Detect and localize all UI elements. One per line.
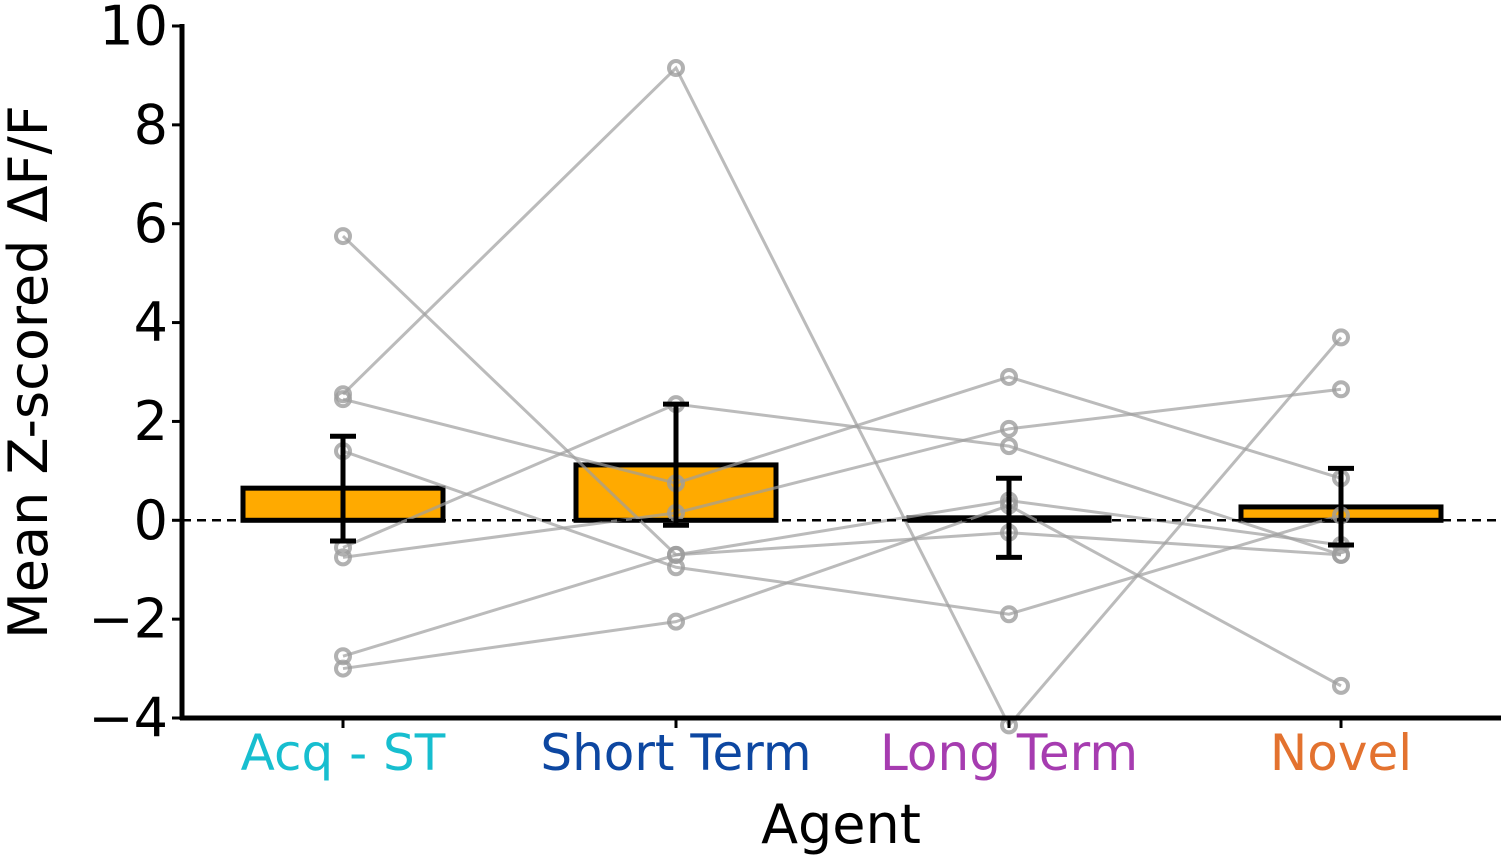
subject-line-2 (341, 65, 1343, 729)
subject-point-2-2 (667, 59, 685, 78)
subject-point-6-4 (1332, 380, 1350, 399)
subject-point-8-1 (334, 659, 352, 678)
y-tick-label-3: 0 (134, 489, 168, 552)
subject-point-4-3 (1000, 605, 1018, 624)
subject-point-5-4 (1332, 545, 1350, 564)
y-tick-label-6: 6 (134, 192, 168, 255)
subject-point-6-1 (334, 548, 352, 567)
x-tick-label-2: Short Term (540, 724, 811, 782)
x-tick-label-1: Acq - ST (241, 724, 446, 782)
subject-lines-layer (334, 59, 1350, 735)
x-tick-label-3: Long Term (880, 724, 1138, 782)
subject-point-3-1 (334, 390, 352, 409)
y-tick-label-4: 2 (134, 390, 168, 453)
subject-line-8 (342, 503, 1342, 688)
subject-line-3 (342, 375, 1342, 485)
subject-point-8-4 (1332, 676, 1350, 695)
y-tick-label-8: 10 (99, 0, 168, 58)
y-tick-label-5: 4 (134, 291, 168, 354)
subject-line-6 (342, 387, 1342, 559)
y-tick-label-1: −4 (88, 687, 168, 750)
y-tick-label-7: 8 (134, 93, 168, 156)
y-tick-label-2: −2 (88, 588, 168, 651)
subject-point-3-3 (1000, 367, 1018, 386)
subject-point-6-3 (1000, 419, 1018, 438)
subject-point-7-2 (667, 545, 685, 564)
subject-line-1 (341, 234, 1342, 557)
subject-line-4 (342, 449, 1342, 616)
subject-point-5-3 (1000, 437, 1018, 456)
x-axis-title: Agent (761, 793, 921, 856)
subject-point-8-2 (667, 612, 685, 631)
x-tick-label-4: Novel (1270, 724, 1412, 782)
subject-line-7 (342, 498, 1342, 658)
y-axis-title: Mean Z-scored ΔF/F (0, 105, 60, 639)
subject-point-1-1 (334, 227, 352, 246)
subject-point-2-4 (1332, 328, 1350, 347)
subject-line-5 (342, 402, 1342, 557)
axes-layer (172, 24, 1501, 728)
error-bars-layer (330, 401, 1354, 560)
